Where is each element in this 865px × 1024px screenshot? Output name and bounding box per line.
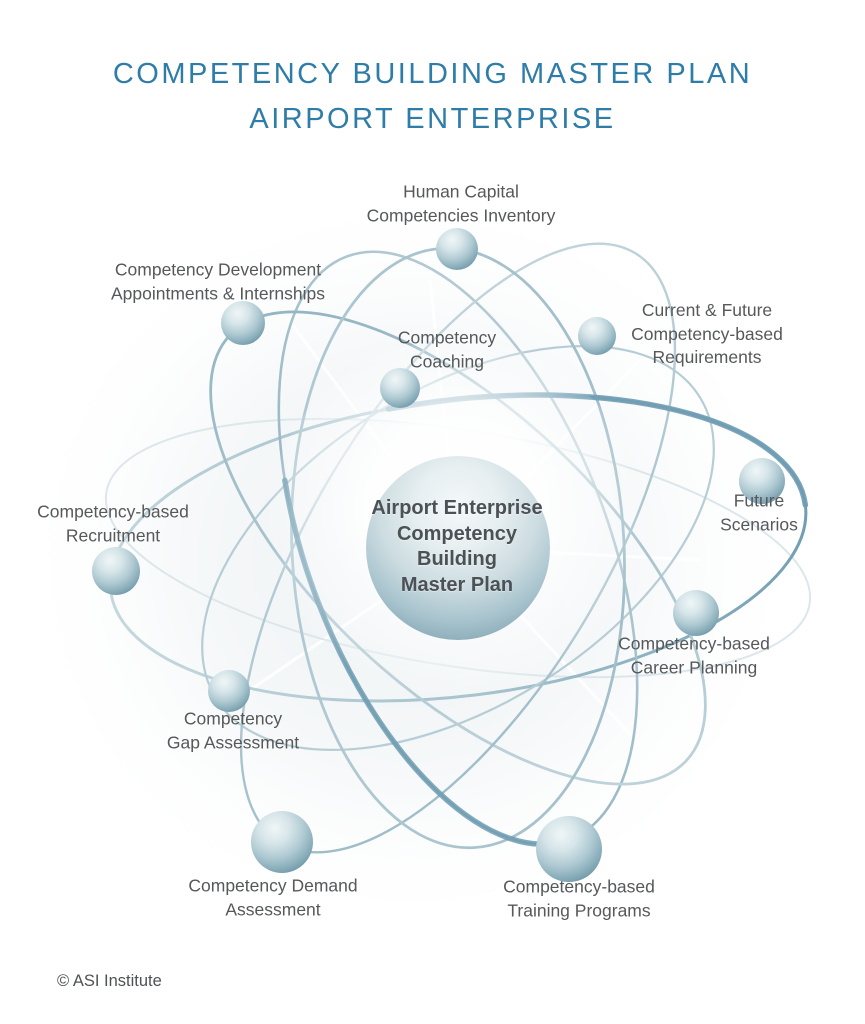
node-label-competency-based-recruitment: Competency-based Recruitment	[37, 501, 189, 546]
sphere-competency-coaching	[380, 368, 420, 408]
node-label-competency-coaching: Competency Coaching	[397, 327, 497, 372]
node-label-human-capital-competencies-inventory: Human Capital Competencies Inventory	[366, 181, 556, 226]
sphere-career-planning	[673, 590, 719, 636]
node-label-competency-based-career-planning: Competency-based Career Planning	[618, 633, 770, 678]
diagram-title-line1: COMPETENCY BUILDING MASTER PLAN	[112, 58, 753, 90]
sphere-current-future-requirements	[578, 317, 616, 355]
center-sphere	[366, 456, 550, 640]
node-spheres	[92, 228, 785, 882]
sphere-future-scenarios	[739, 458, 785, 504]
node-label-competency-based-training-programs: Competency-based Training Programs	[503, 876, 655, 921]
sphere-recruitment	[92, 547, 140, 595]
sphere-demand-assessment	[251, 811, 313, 873]
node-label-competency-development-appointments: Competency Development Appointments & In…	[110, 259, 326, 304]
node-label-competency-gap-assessment: Competency Gap Assessment	[166, 708, 300, 753]
copyright-text: © ASI Institute	[57, 972, 162, 990]
node-label-current-future-requirements: Current & Future Competency-based Requir…	[631, 299, 783, 367]
diagram-title: COMPETENCY BUILDING MASTER PLAN AIRPORT …	[0, 52, 865, 142]
sphere-gap-assessment	[208, 670, 250, 712]
diagram-title-line2: AIRPORT ENTERPRISE	[249, 103, 616, 135]
node-label-competency-demand-assessment: Competency Demand Assessment	[188, 875, 358, 920]
node-label-future-scenarios: Future Scenarios	[720, 490, 798, 535]
sphere-competency-development	[221, 301, 265, 345]
sphere-human-capital	[436, 228, 478, 270]
sphere-training-programs	[536, 816, 602, 882]
center-node-label: Airport Enterprise Competency Building M…	[371, 497, 543, 596]
